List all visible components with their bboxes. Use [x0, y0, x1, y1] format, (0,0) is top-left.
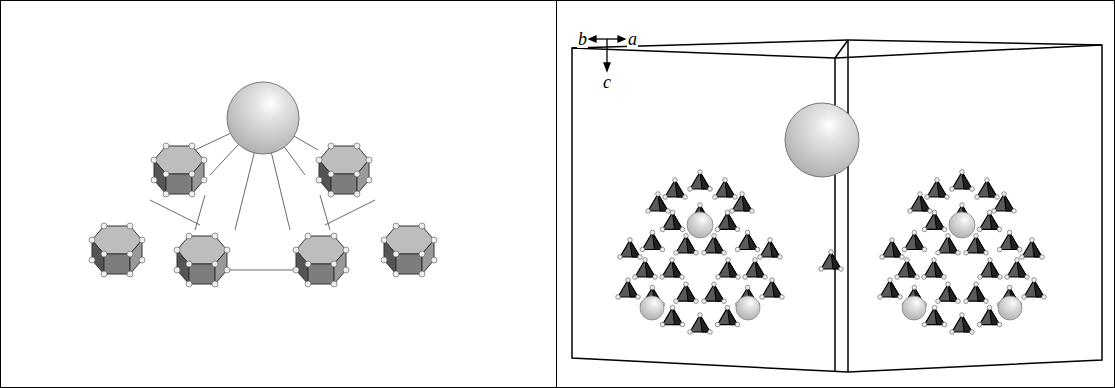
- axis-label: b: [577, 30, 588, 48]
- axis-label: c: [602, 73, 612, 91]
- axis-label: a: [627, 30, 638, 48]
